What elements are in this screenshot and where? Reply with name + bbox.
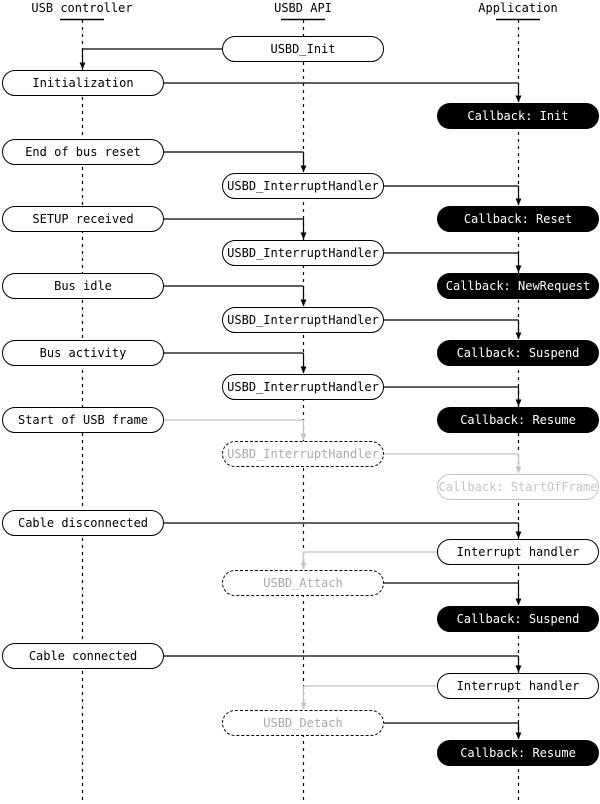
- node-cable-connected[interactable]: Cable connected: [2, 643, 164, 669]
- node-label-callback-newrequest: Callback: NewRequest: [445, 279, 591, 293]
- node-label-setup-received: SETUP received: [32, 212, 134, 226]
- node-callback-startofframe[interactable]: Callback: StartOfFrame: [437, 474, 599, 500]
- node-label-usbd-detach: USBD_Detach: [263, 716, 343, 730]
- message-m11: [164, 419, 307, 441]
- node-label-callback-reset: Callback: Reset: [463, 212, 573, 226]
- node-label-irq-handler-2: USBD_InterruptHandler: [227, 246, 379, 260]
- node-label-end-of-bus-reset: End of bus reset: [25, 145, 141, 159]
- message-m18: [384, 722, 522, 740]
- node-label-start-of-usb-frame: Start of USB frame: [17, 413, 149, 427]
- node-usbd-init[interactable]: USBD_Init: [222, 36, 384, 62]
- lifeline-label-usb-controller: USB controller: [31, 1, 133, 15]
- message-m10: [384, 386, 522, 407]
- message-m2: [164, 82, 522, 103]
- node-label-callback-suspend-1: Callback: Suspend: [456, 346, 580, 360]
- node-irq-handler-1[interactable]: USBD_InterruptHandler: [222, 173, 384, 199]
- message-m14: [300, 551, 437, 570]
- node-label-cable-connected: Cable connected: [28, 649, 138, 663]
- node-label-usbd-attach: USBD_Attach: [263, 576, 343, 590]
- node-start-of-usb-frame[interactable]: Start of USB frame: [2, 407, 164, 433]
- node-irq-handler-4[interactable]: USBD_InterruptHandler: [222, 374, 384, 400]
- message-m9: [164, 352, 307, 374]
- message-m13: [164, 522, 522, 539]
- node-irq-handler-3[interactable]: USBD_InterruptHandler: [222, 307, 384, 333]
- node-irq-handler-2[interactable]: USBD_InterruptHandler: [222, 240, 384, 266]
- message-m8: [384, 319, 522, 340]
- node-label-cable-disconnected: Cable disconnected: [17, 516, 149, 530]
- node-end-of-bus-reset[interactable]: End of bus reset: [2, 139, 164, 165]
- message-m16: [164, 655, 522, 673]
- node-label-callback-startofframe: Callback: StartOfFrame: [438, 480, 598, 494]
- node-label-usbd-init: USBD_Init: [270, 42, 336, 56]
- message-m7: [164, 285, 307, 307]
- node-label-irq-handler-3: USBD_InterruptHandler: [227, 313, 379, 327]
- node-label-initialization: Initialization: [32, 76, 134, 90]
- node-callback-resume-2[interactable]: Callback: Resume: [437, 740, 599, 766]
- node-initialization[interactable]: Initialization: [2, 70, 164, 96]
- node-label-callback-suspend-2: Callback: Suspend: [456, 612, 580, 626]
- lifeline-label-usbd-api: USBD API: [274, 1, 332, 15]
- node-label-irq-handler-4: USBD_InterruptHandler: [227, 380, 379, 394]
- node-callback-newrequest[interactable]: Callback: NewRequest: [437, 273, 599, 299]
- lifeline-usbd-api: [281, 18, 325, 804]
- node-label-irq-handler-1: USBD_InterruptHandler: [227, 179, 379, 193]
- message-m4: [384, 185, 522, 206]
- node-callback-init[interactable]: Callback: Init: [437, 103, 599, 129]
- node-callback-resume-1[interactable]: Callback: Resume: [437, 407, 599, 433]
- node-label-interrupt-handler-1: Interrupt handler: [456, 545, 580, 559]
- message-m17: [300, 685, 437, 710]
- node-label-callback-resume-1: Callback: Resume: [460, 413, 576, 427]
- message-m6: [384, 252, 522, 273]
- node-label-bus-activity: Bus activity: [39, 346, 127, 360]
- node-cable-disconnected[interactable]: Cable disconnected: [2, 510, 164, 536]
- message-m15: [384, 582, 522, 606]
- node-usbd-attach[interactable]: USBD_Attach: [222, 570, 384, 596]
- node-label-irq-handler-5: USBD_InterruptHandler: [227, 447, 379, 461]
- node-interrupt-handler-1[interactable]: Interrupt handler: [437, 539, 599, 565]
- node-label-bus-idle: Bus idle: [54, 279, 112, 293]
- node-irq-handler-5[interactable]: USBD_InterruptHandler: [222, 441, 384, 467]
- message-m1: [79, 48, 222, 70]
- node-bus-activity[interactable]: Bus activity: [2, 340, 164, 366]
- node-callback-suspend-2[interactable]: Callback: Suspend: [437, 606, 599, 632]
- node-usbd-detach[interactable]: USBD_Detach: [222, 710, 384, 736]
- node-bus-idle[interactable]: Bus idle: [2, 273, 164, 299]
- lifeline-label-application: Application: [478, 1, 558, 15]
- node-label-interrupt-handler-2: Interrupt handler: [456, 679, 580, 693]
- node-interrupt-handler-2[interactable]: Interrupt handler: [437, 673, 599, 699]
- node-callback-suspend-1[interactable]: Callback: Suspend: [437, 340, 599, 366]
- node-callback-reset[interactable]: Callback: Reset: [437, 206, 599, 232]
- node-label-callback-init: Callback: Init: [467, 109, 569, 123]
- message-m3: [164, 151, 307, 173]
- node-setup-received[interactable]: SETUP received: [2, 206, 164, 232]
- message-m5: [164, 218, 307, 240]
- node-label-callback-resume-2: Callback: Resume: [460, 746, 576, 760]
- message-m12: [384, 453, 522, 474]
